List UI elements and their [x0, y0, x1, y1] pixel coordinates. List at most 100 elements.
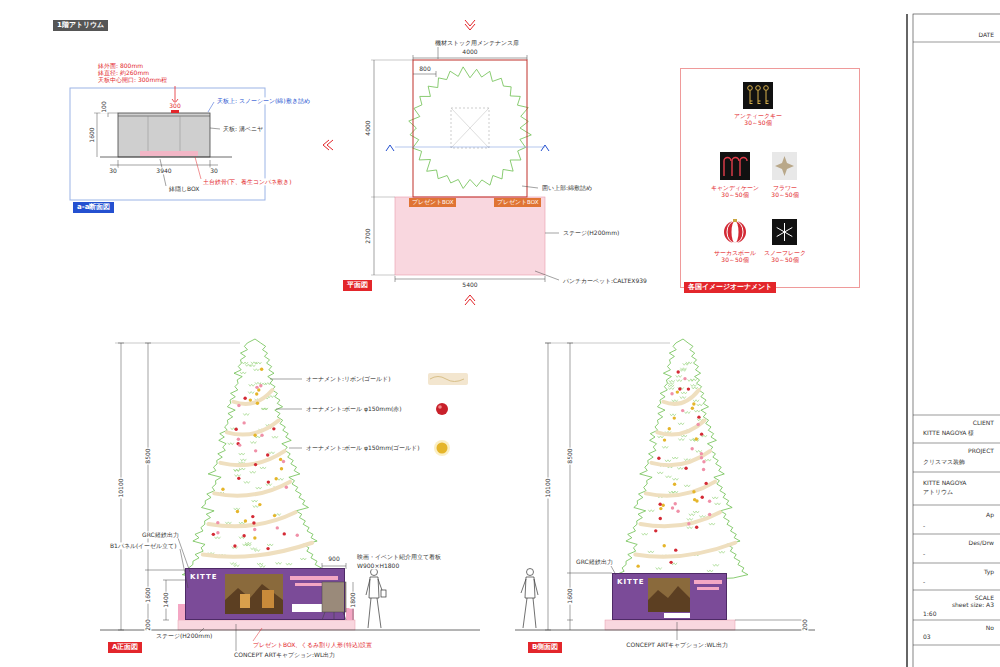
material-note: 天板上: スノーシーン(綿)敷き詰め	[216, 97, 311, 104]
drawing-circle	[252, 521, 255, 524]
display-panel: KITTE	[612, 573, 727, 620]
drawing-circle	[702, 468, 705, 471]
ornament-count: 30～50個	[720, 191, 749, 198]
drawing-line	[100, 630, 480, 631]
drawing-circle	[696, 423, 699, 426]
drawing-circle	[673, 483, 676, 486]
drawing-path	[697, 404, 703, 406]
drawing-path	[656, 567, 662, 569]
dimension: 3940	[155, 167, 172, 174]
drawing-path	[693, 400, 699, 402]
drawing-path	[278, 478, 284, 480]
drawing-line	[545, 276, 546, 282]
drawing-circle	[674, 548, 677, 551]
dimension: 1600	[566, 587, 573, 604]
drawing-path	[669, 491, 675, 493]
drawing-circle	[670, 392, 673, 395]
drawing-circle	[254, 449, 257, 452]
drawing-path	[707, 570, 713, 572]
drawing-path	[465, 295, 475, 305]
drawing-path	[705, 459, 711, 461]
drawing-path	[689, 514, 695, 516]
ornament-note: オーナメント:ボール φ150mm(赤)	[305, 405, 403, 412]
drawing-line	[208, 102, 214, 112]
drawing-circle	[697, 415, 700, 418]
drawing-line	[913, 534, 1000, 535]
drawing-path	[225, 584, 283, 614]
drawing-circle	[527, 569, 534, 576]
drawing-rect	[171, 110, 179, 113]
drawing-path	[276, 562, 282, 564]
drawing-line	[145, 570, 185, 571]
drawing-path	[242, 362, 248, 364]
node-label: B側面図	[532, 643, 558, 652]
drawing-line	[163, 620, 169, 621]
drawing-line	[735, 620, 808, 621]
drawing-path	[233, 565, 239, 567]
drawing-circle	[687, 387, 690, 390]
dimension: 4000	[461, 48, 478, 55]
node-label: 各国イメージオーナメント	[684, 282, 776, 293]
drawing-circle	[690, 447, 693, 450]
drawing-circle	[259, 384, 262, 387]
part-note: CONCEPT ARTキャプション:WL出力	[625, 641, 728, 648]
drawing-g	[182, 339, 748, 580]
drawing-path	[694, 410, 700, 412]
drawing-path	[681, 392, 687, 394]
drawing-path	[684, 411, 690, 413]
drawing-path	[648, 551, 654, 553]
drawing-path	[245, 544, 251, 546]
drawing-g	[724, 158, 747, 176]
view-tag: B側面図	[528, 642, 562, 653]
drawing-line	[163, 580, 185, 581]
part-note: ステージ(H200mm)	[155, 632, 213, 639]
drawing-path	[248, 392, 254, 394]
drawing-line	[545, 343, 670, 344]
drawing-circle	[221, 488, 224, 491]
drawing-circle	[253, 536, 256, 539]
drawing-path	[369, 577, 379, 598]
node-label: KITTE	[190, 573, 218, 581]
drawing-path	[430, 377, 464, 382]
dimension: 200	[144, 618, 151, 631]
drawing-line	[195, 157, 201, 179]
drawing-circle	[438, 405, 442, 409]
dimension: 10100	[117, 477, 124, 498]
drawing-path	[648, 586, 690, 612]
drawing-path	[657, 421, 704, 435]
title-block-field: No	[985, 624, 995, 631]
drawing-path	[465, 20, 475, 30]
drawing-path	[239, 453, 245, 455]
drawing-path	[267, 544, 273, 546]
present-box: プレゼントBOX	[494, 198, 541, 207]
drawing-path	[672, 400, 678, 402]
drawing-path	[234, 390, 273, 404]
drawing-line	[913, 415, 1000, 416]
drawing-circle	[436, 403, 448, 415]
drawing-line	[371, 197, 395, 198]
material-note: パンチカーペット:CALTEX939	[562, 277, 648, 284]
dimension: 1800	[349, 591, 356, 608]
drawing-circle	[636, 564, 639, 567]
drawing-line	[913, 563, 1000, 564]
drawing-line	[115, 343, 240, 344]
drawing-line	[545, 630, 551, 631]
title-block-field: PROJECT	[967, 447, 995, 454]
drawing-rect	[733, 219, 737, 222]
drawing-line	[522, 186, 538, 188]
dimension: 900	[327, 555, 340, 562]
drawing-circle	[255, 386, 258, 389]
title-block-value: KITTE NAGOYA	[922, 479, 967, 486]
drawing-circle	[258, 503, 261, 506]
drawing-g	[366, 569, 386, 629]
drawing-path	[665, 476, 671, 478]
drawing-circle	[695, 525, 698, 528]
drawing-path	[244, 481, 250, 483]
drawing-path	[251, 548, 257, 550]
drawing-rect	[694, 580, 722, 584]
drawing-path	[250, 471, 256, 473]
drawing-line	[913, 443, 1000, 444]
drawing-line	[438, 47, 439, 59]
drawing-line	[395, 279, 545, 280]
node-label: A正面図	[112, 643, 138, 652]
